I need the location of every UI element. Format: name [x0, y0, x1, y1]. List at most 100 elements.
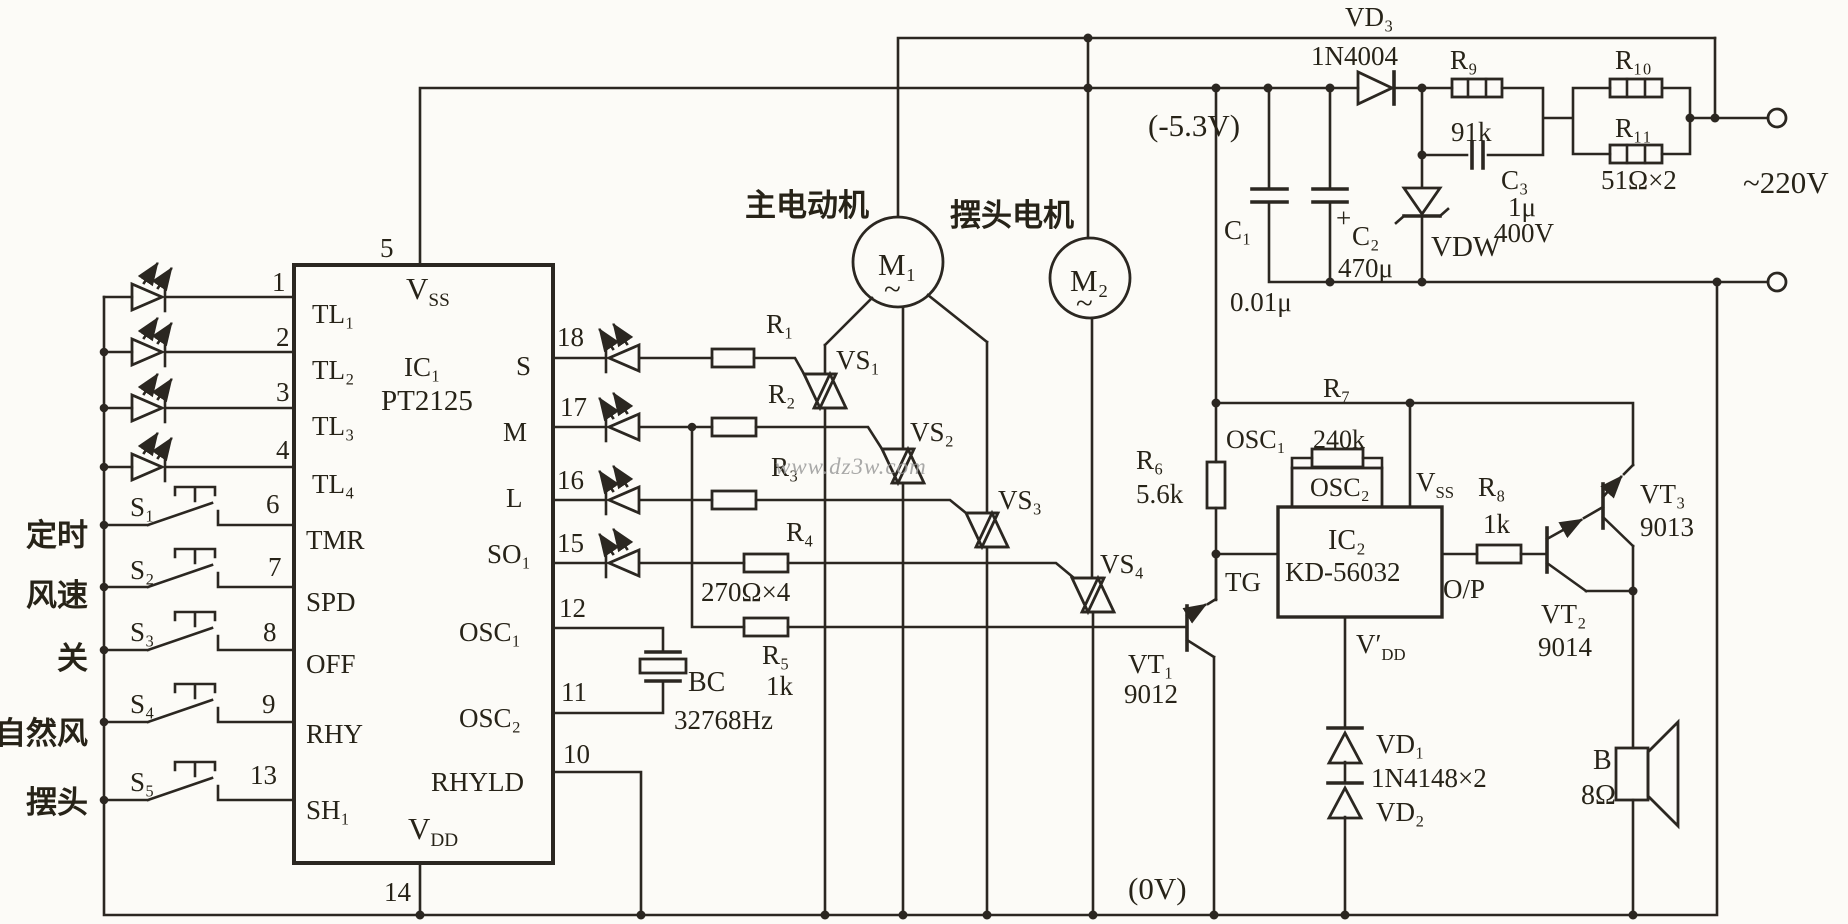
label-ic2-part: KD-56032 — [1285, 557, 1401, 587]
diode-vd1 — [1326, 726, 1364, 765]
wire-motor-branches — [823, 36, 1717, 917]
label-s4: S₄ — [130, 689, 154, 719]
label-ic1-rhyld: RHYLD — [431, 767, 524, 797]
terminal-mains-bottom — [1766, 271, 1788, 293]
resistor-r6 — [1205, 460, 1227, 510]
diode-vd3-1n4004 — [1356, 69, 1396, 107]
label-ic1-osc2: OSC₂ — [459, 703, 521, 733]
label-c3-voltage: 400V — [1494, 218, 1555, 248]
label-vs1: VS₁ — [836, 345, 880, 375]
led-speed-s — [600, 325, 639, 372]
label-s1: S₁ — [130, 492, 154, 522]
led-tl3 — [132, 375, 171, 422]
label-pin17: 17 — [560, 392, 587, 422]
label-c2-plus: + — [1336, 203, 1351, 233]
label-r8-value: 1k — [1483, 509, 1511, 539]
label-pin2: 2 — [276, 322, 290, 352]
label-vd1: VD₁ — [1376, 729, 1424, 759]
label-neg-rail: (-5.3V) — [1148, 108, 1240, 143]
label-pin13: 13 — [250, 760, 277, 790]
label-c2: C₂ — [1352, 221, 1379, 251]
speaker-b — [1614, 718, 1680, 830]
label-pin10: 10 — [563, 739, 590, 769]
transistor-vt1 — [1182, 603, 1208, 652]
label-ic2-osc1-value: 240k — [1313, 425, 1365, 454]
motor-m1-circle — [851, 215, 945, 309]
label-r6: R₆ — [1136, 445, 1163, 475]
led-so1 — [600, 530, 639, 577]
label-m2-ac: ~ — [1076, 285, 1093, 320]
label-r5-value: 1k — [766, 671, 794, 701]
components — [132, 69, 1788, 865]
label-function-timer: 定时 — [26, 518, 88, 553]
label-vt1: VT₁ — [1128, 649, 1173, 679]
label-r1: R₁ — [766, 309, 793, 339]
label-vs3: VS₃ — [998, 485, 1042, 515]
label-m1-ref: M₁ — [878, 247, 916, 282]
label-r3: R₃ — [771, 452, 798, 482]
wire-switch-rows — [102, 485, 296, 802]
label-ic2-ref: IC₂ — [1328, 525, 1366, 556]
label-s3: S₃ — [130, 617, 154, 647]
transistor-vt3 — [1600, 475, 1623, 530]
led-tl2 — [132, 319, 171, 366]
label-r6-value: 5.6k — [1136, 479, 1184, 509]
label-vt1-part: 9012 — [1124, 679, 1178, 709]
label-vdw: VDW — [1431, 231, 1501, 263]
resistor-r5 — [742, 616, 790, 638]
wire-rails — [102, 280, 1719, 917]
label-crystal-ref: BC — [688, 667, 725, 698]
label-ic2-osc1: OSC₁ — [1226, 425, 1286, 454]
led-speed-m — [600, 394, 639, 441]
labels: 定时 风速 关 自然风 摆头 S₁ S₂ S₃ S₄ S₅ 1 2 3 4 6 … — [0, 2, 1829, 907]
label-ic1-off: OFF — [306, 649, 356, 679]
label-ic2-vdd: V′DD — [1356, 629, 1406, 664]
label-c3-value: 1μ — [1508, 192, 1536, 222]
label-pin8: 8 — [263, 617, 277, 647]
triac-vs3 — [964, 511, 1010, 549]
label-vd12-part: 1N4148×2 — [1371, 763, 1487, 793]
label-zero-rail: (0V) — [1128, 871, 1187, 906]
label-ic1-part: PT2125 — [381, 385, 473, 417]
triac-vs1 — [802, 372, 848, 410]
label-pin7: 7 — [268, 552, 282, 582]
label-vt3: VT₃ — [1640, 479, 1685, 509]
label-r10-r11-value: 51Ω×2 — [1601, 165, 1677, 195]
label-c1: C₁ — [1224, 215, 1251, 245]
label-r2: R₂ — [768, 379, 795, 409]
resistor-r11 — [1608, 143, 1664, 165]
label-ic1-tl3: TL₃ — [312, 411, 354, 441]
label-vt2-part: 9014 — [1538, 632, 1593, 662]
label-ic1-ref: IC₁ — [404, 352, 440, 382]
label-function-speed: 风速 — [26, 578, 88, 613]
label-r9: R₉ — [1450, 45, 1477, 75]
terminal-mains-top — [1766, 107, 1788, 129]
label-m1-ac: ~ — [884, 271, 901, 306]
label-ic2-osc2: OSC₂ — [1310, 473, 1370, 502]
label-ic1-tl4: TL₄ — [312, 469, 354, 499]
label-ic1-s: S — [516, 351, 531, 381]
resistor-r9 — [1450, 77, 1504, 99]
label-m2-name: 摆头电机 — [950, 198, 1074, 233]
resistor-r8 — [1475, 543, 1523, 565]
label-ic1-m: M — [503, 417, 527, 447]
label-speaker-value: 8Ω — [1581, 780, 1616, 811]
label-pin14: 14 — [384, 877, 412, 907]
label-r8: R₈ — [1478, 472, 1505, 502]
wire-led-rows-left — [102, 295, 296, 469]
label-function-oscillate: 摆头 — [26, 785, 88, 820]
watermark: www.dz3w.com — [775, 454, 927, 479]
capacitor-c3 — [1470, 140, 1485, 170]
label-pin3: 3 — [276, 377, 290, 407]
label-ic1-so1: SO₁ — [487, 539, 531, 569]
label-pin5: 5 — [380, 233, 394, 263]
label-r4: R₄ — [786, 517, 813, 547]
transistor-vt2 — [1545, 518, 1584, 574]
triac-vs4 — [1070, 576, 1116, 614]
wire-ic1-supply — [418, 86, 1360, 917]
label-pin9: 9 — [262, 689, 276, 719]
label-vd2: VD₂ — [1376, 797, 1424, 827]
label-pin18: 18 — [557, 322, 584, 352]
label-pin4: 4 — [276, 435, 290, 465]
resistor-240k — [1310, 447, 1365, 469]
